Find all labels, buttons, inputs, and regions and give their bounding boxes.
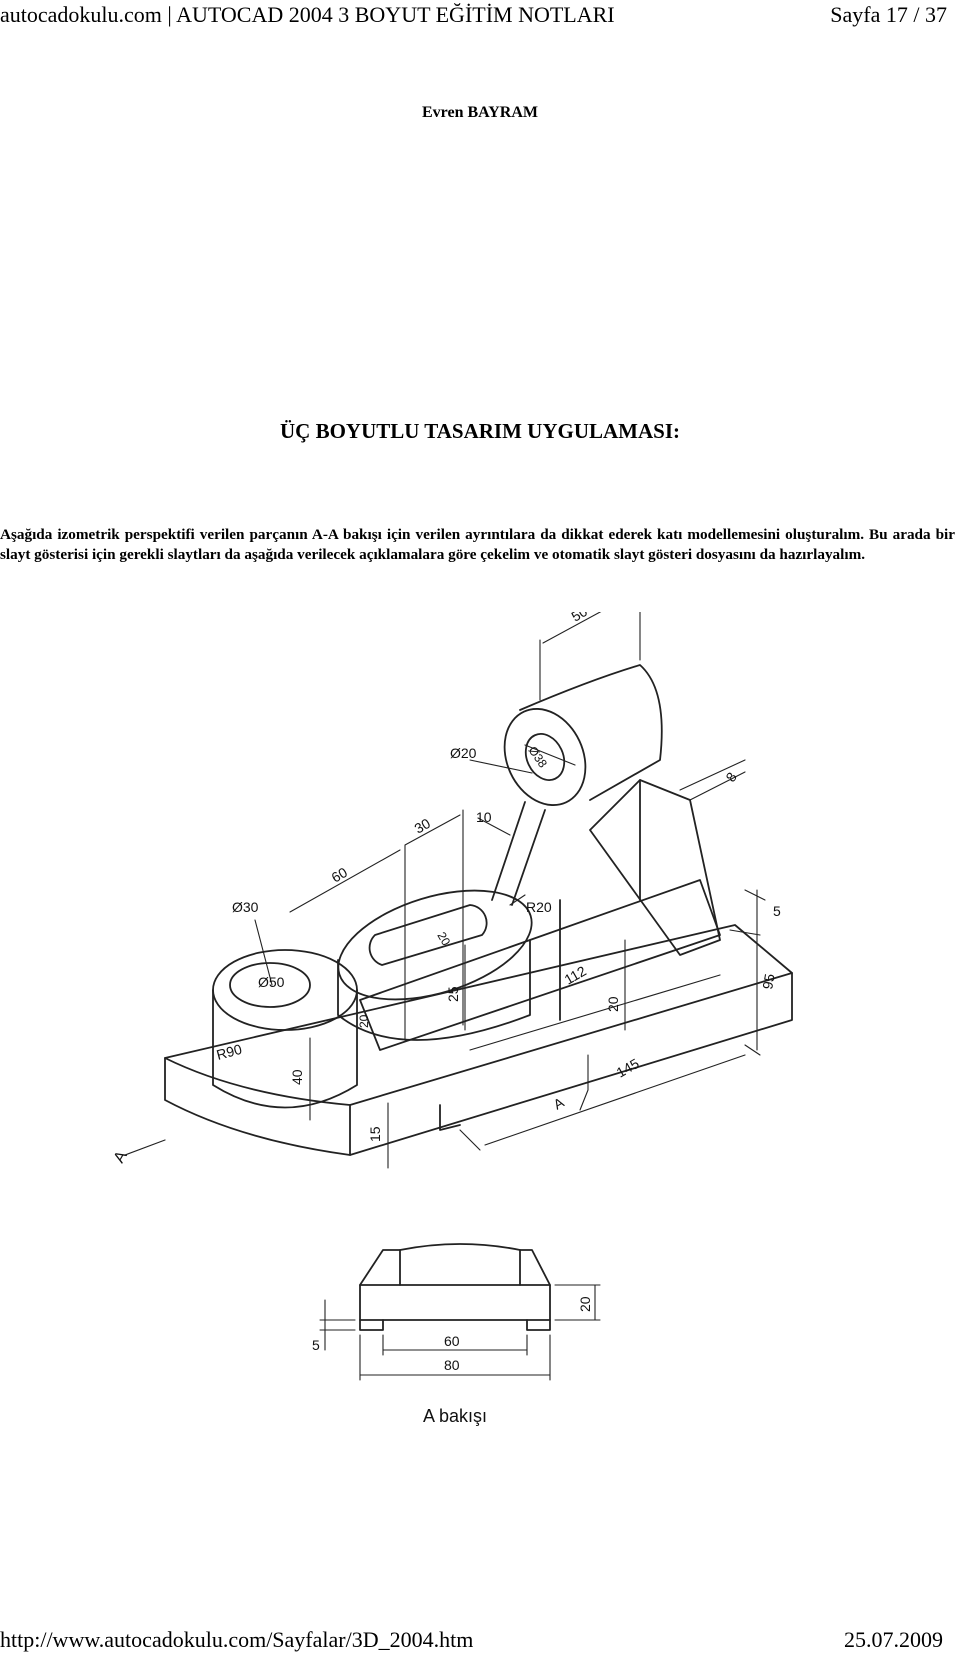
- dim-d30: Ø30: [232, 899, 259, 915]
- dim-20-mid: 20: [357, 1014, 371, 1028]
- dim-50: 50: [569, 612, 591, 625]
- base-slot: [439, 1104, 461, 1131]
- a-dim-20: 20: [577, 1296, 593, 1312]
- isometric-view: 50 Ø20 Ø38 8 10 30 60 Ø30 R20 20 5 Ø50 1…: [111, 612, 793, 1169]
- section-title: ÜÇ BOYUTLU TASARIM UYGULAMASI:: [279, 419, 680, 443]
- dim-95: 95: [759, 972, 777, 990]
- dim-d50: Ø50: [258, 974, 285, 990]
- dim-10: 10: [476, 809, 492, 825]
- slot-block-top: [337, 889, 533, 1001]
- section-mark-a: A: [551, 1094, 568, 1113]
- dim-30: 30: [412, 815, 434, 837]
- author-name: Evren BAYRAM: [421, 104, 538, 121]
- dim-r90: R90: [215, 1041, 244, 1063]
- footer-date: 25.07.2009: [844, 1627, 943, 1652]
- a-dim-60: 60: [444, 1333, 460, 1349]
- top-cylinder-bore: [524, 733, 566, 781]
- dim-5: 5: [773, 903, 781, 919]
- left-cylinder-top: [212, 949, 358, 1031]
- left-cylinder-body: [212, 989, 358, 1109]
- footer-url: http://www.autocadokulu.com/Sayfalar/3D_…: [0, 1627, 474, 1652]
- header-title: autocadokulu.com | AUTOCAD 2004 3 BOYUT …: [0, 2, 615, 27]
- dim-r20: R20: [526, 899, 552, 915]
- view-arrow-a: A: [111, 1148, 131, 1166]
- a-view-body: [359, 1284, 551, 1321]
- dim-145: 145: [614, 1055, 642, 1081]
- dim-d20: Ø20: [450, 745, 477, 761]
- a-view-caption: A bakışı: [423, 1406, 487, 1426]
- dim-slot-20: 20: [434, 930, 453, 949]
- a-view-top: [359, 1243, 551, 1286]
- slot-block-sides: [337, 939, 531, 1041]
- bracket-edge: [559, 779, 641, 1021]
- dim-112: 112: [562, 962, 590, 987]
- dim-15: 15: [367, 1126, 383, 1142]
- base-plate-front: [349, 972, 793, 1156]
- slot-block-slot: [368, 904, 488, 966]
- dimension-lines: [124, 612, 766, 1169]
- a-dim-80: 80: [444, 1357, 460, 1373]
- dim-20-web: 20: [605, 996, 621, 1012]
- a-view-feet: [359, 1319, 551, 1331]
- dim-60: 60: [329, 864, 351, 886]
- dim-40: 40: [289, 1069, 305, 1085]
- a-view-dimensions: [319, 1284, 601, 1381]
- dim-25: 25: [445, 986, 461, 1002]
- top-cylinder-body: [519, 664, 663, 801]
- base-plate-curve: [164, 1057, 351, 1156]
- bracket-face: [589, 779, 721, 956]
- left-cylinder-bore: [229, 962, 311, 1008]
- a-dim-5: 5: [312, 1337, 320, 1353]
- technical-drawing: 50 Ø20 Ø38 8 10 30 60 Ø30 R20 20 5 Ø50 1…: [111, 612, 793, 1426]
- page-number: Sayfa 17 / 37: [830, 2, 947, 27]
- a-view: 20 5 60 80 A bakışı: [312, 1243, 601, 1426]
- arm: [491, 801, 546, 906]
- a-view-inner: [399, 1249, 521, 1286]
- instruction-paragraph: Aşağıda izometrik perspektifi verilen pa…: [0, 526, 955, 563]
- top-cylinder-front: [503, 708, 587, 806]
